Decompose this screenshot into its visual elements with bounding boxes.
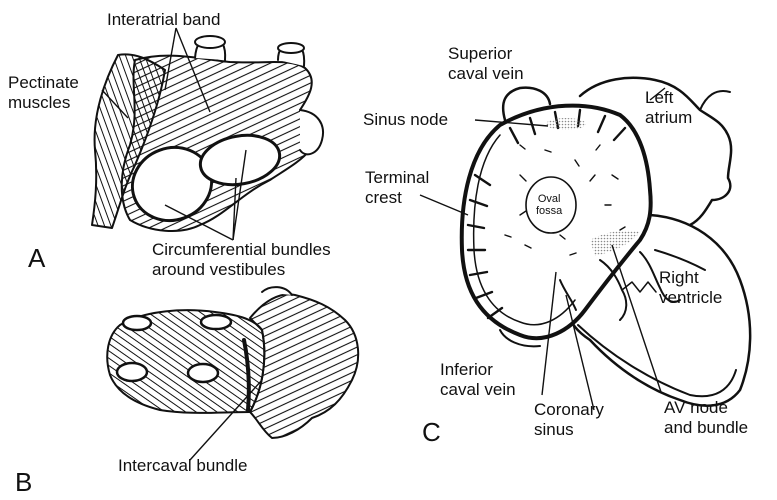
label-left-atrium: Left atrium xyxy=(645,88,692,128)
label-right-ventricle: Right ventricle xyxy=(659,268,722,308)
atrial-floor-right xyxy=(250,294,358,438)
label-superior-caval-vein: Superior caval vein xyxy=(448,44,524,84)
label-coronary-sinus: Coronary sinus xyxy=(534,400,604,440)
label-oval-fossa: Oval fossa xyxy=(536,193,562,217)
panel-c-drawing xyxy=(462,78,750,406)
panel-label-a: A xyxy=(28,244,45,272)
appendage-b xyxy=(262,287,292,295)
label-av-node-and-bundle: AV node and bundle xyxy=(664,398,748,438)
panel-a-drawing xyxy=(92,36,323,232)
panel-b-drawing xyxy=(107,287,358,438)
sinus-node-stipple xyxy=(546,118,586,130)
label-terminal-crest: Terminal crest xyxy=(365,168,429,208)
label-intercaval-bundle: Intercaval bundle xyxy=(118,456,247,476)
panel-label-c: C xyxy=(422,418,441,446)
panel-label-b: B xyxy=(15,468,32,496)
label-pectinate-muscles: Pectinate muscles xyxy=(8,73,79,113)
label-sinus-node: Sinus node xyxy=(363,110,448,130)
label-interatrial-band: Interatrial band xyxy=(107,10,220,30)
label-inferior-caval-vein: Inferior caval vein xyxy=(440,360,516,400)
label-circumferential-bundles: Circumferential bundles around vestibule… xyxy=(152,240,331,280)
left-appendage-lobe xyxy=(300,110,323,154)
